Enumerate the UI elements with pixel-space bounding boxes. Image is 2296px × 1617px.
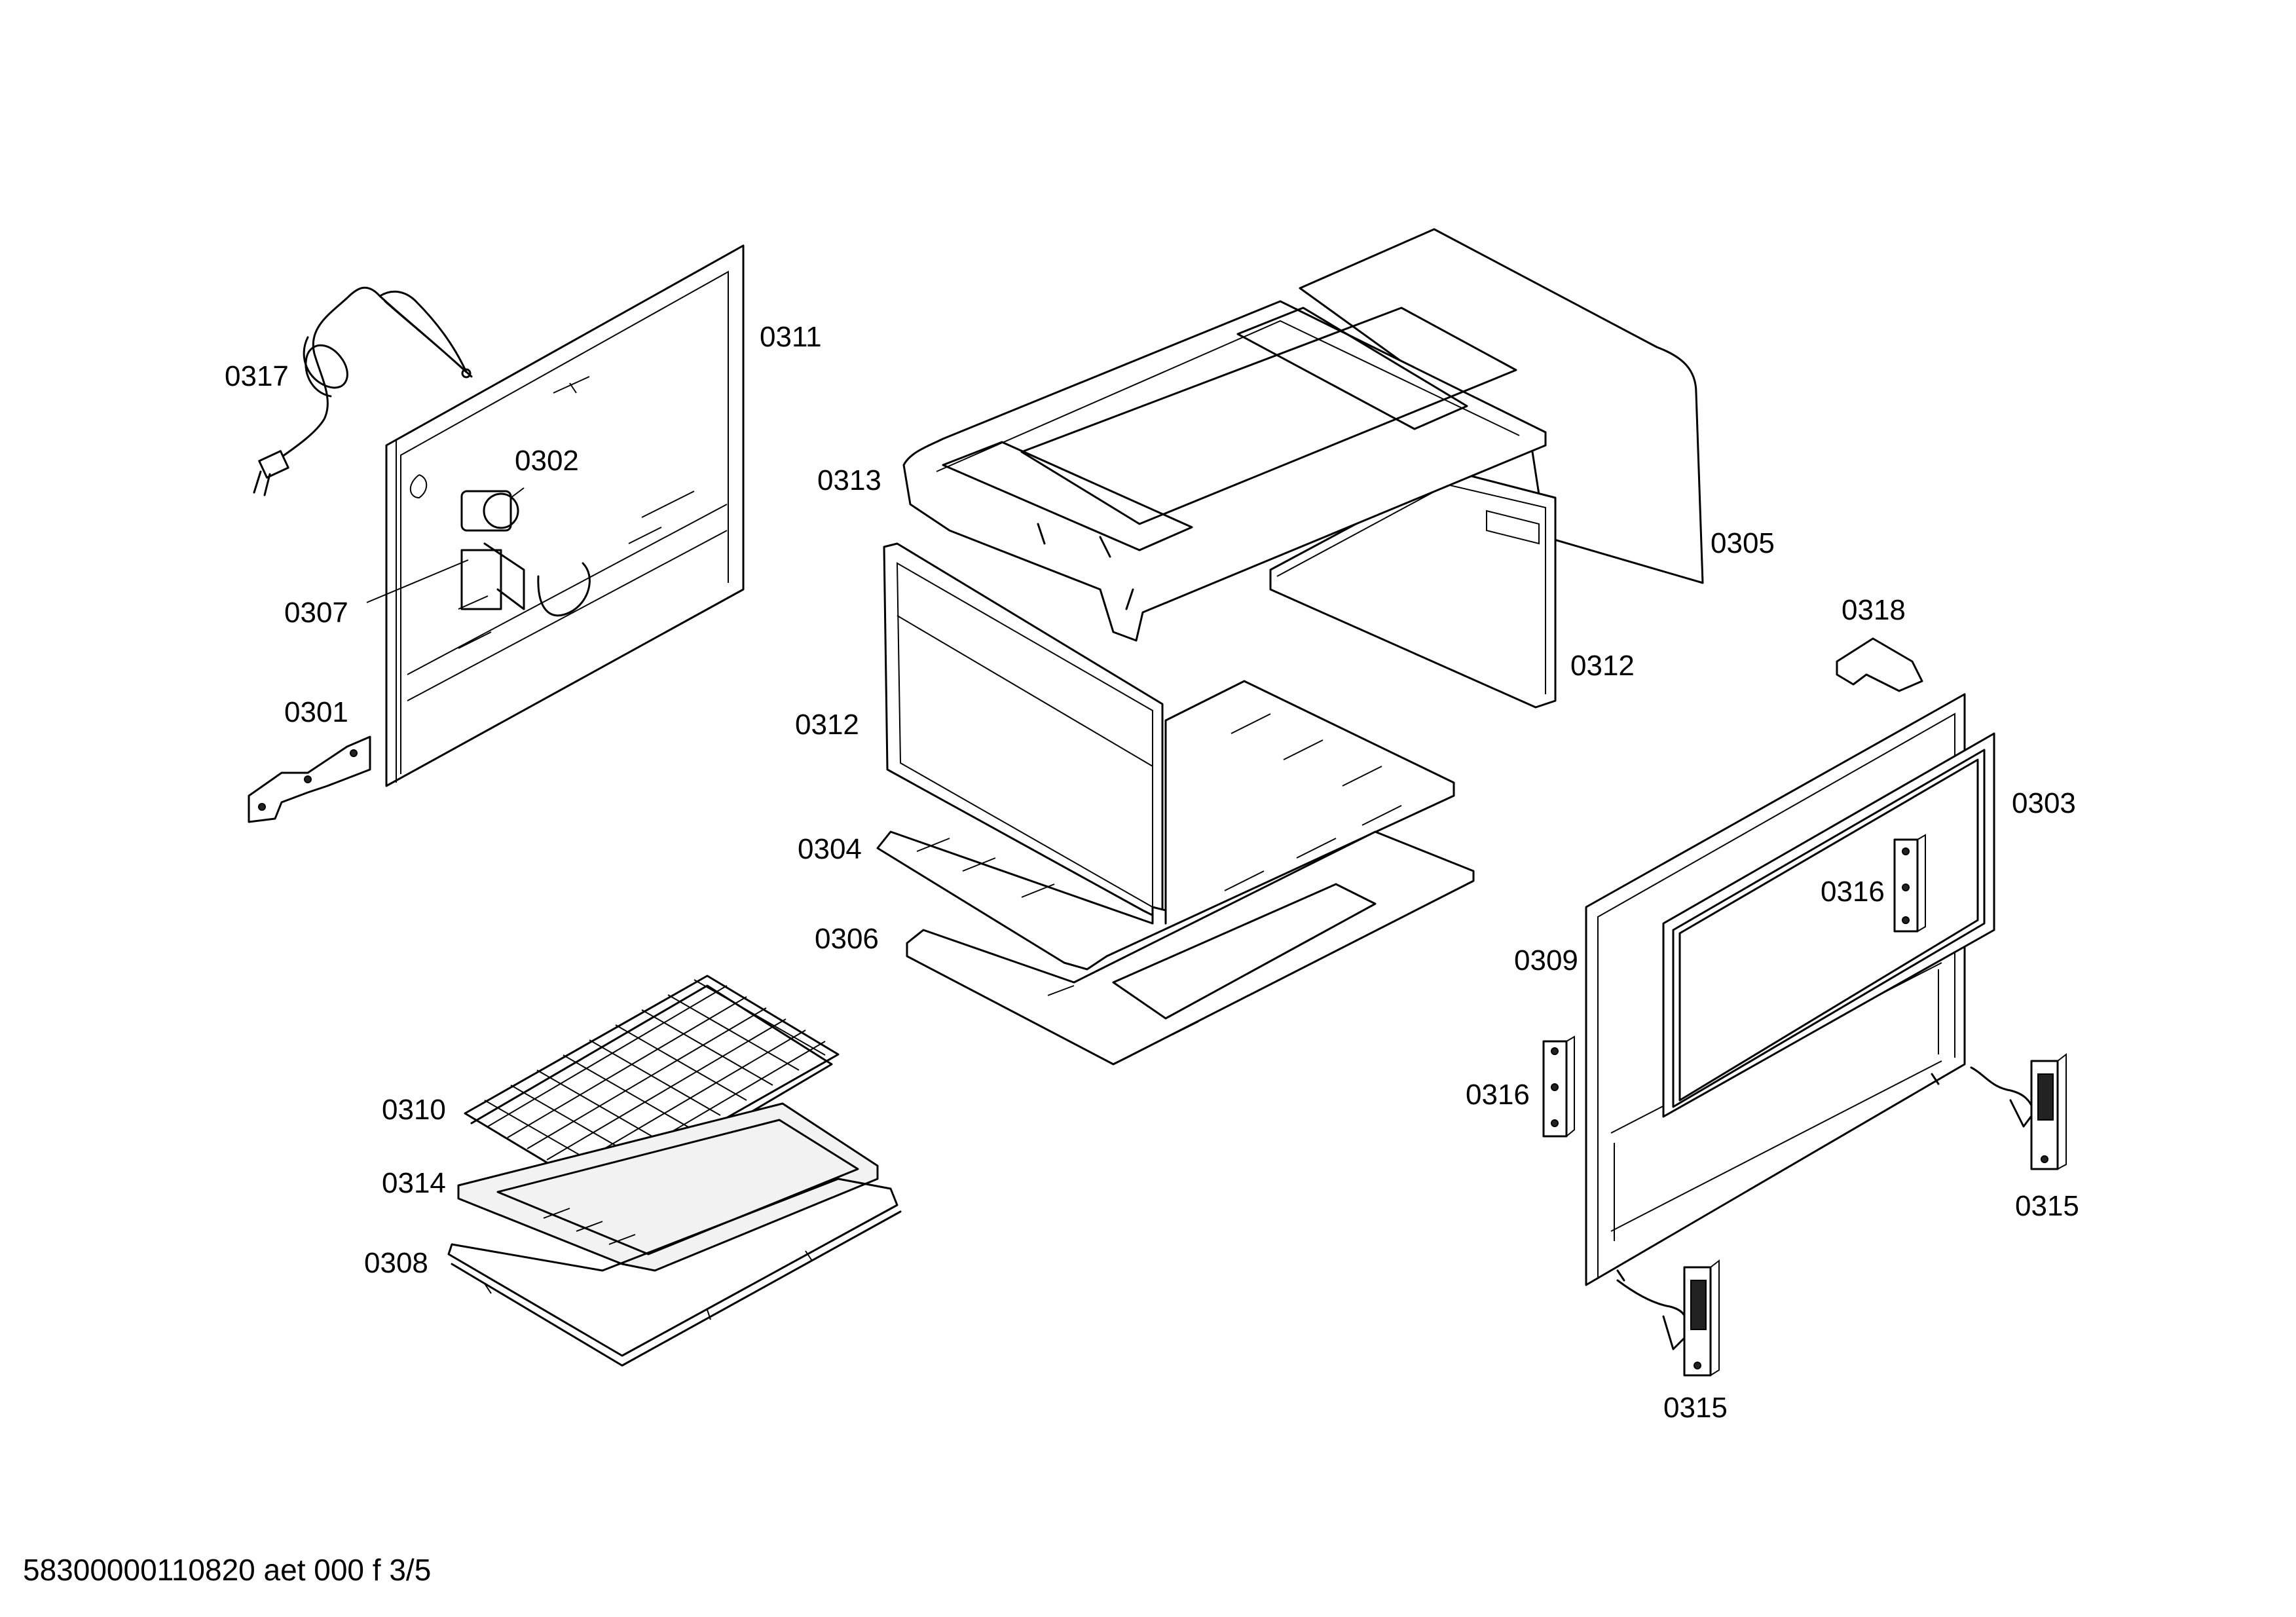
back-panel-part-0311 (385, 244, 745, 787)
clip-part-0318 (1836, 637, 1923, 692)
hinge-upper-part-0316 (1893, 834, 1926, 933)
back-cover-part-0305 (1299, 228, 1704, 584)
part-label-0308: 0308 (364, 1247, 428, 1279)
part-label-0311: 0311 (760, 321, 822, 353)
bottom-plate-part-0304 (876, 680, 1455, 971)
hinge-bottom-part-0315 (1616, 1259, 1720, 1377)
part-label-0318: 0318 (1842, 594, 1906, 626)
leader-line-0307 (366, 559, 469, 603)
part-label-0307: 0307 (284, 597, 348, 629)
hinge-lower-part-0316 (1542, 1035, 1575, 1138)
part-label-0306: 0306 (815, 923, 879, 955)
part-label-0303: 0303 (2012, 787, 2076, 819)
bracket-part-0301 (248, 735, 371, 823)
part-label-0316-lower: 0316 (1466, 1079, 1530, 1111)
power-cord-part-0317 (253, 286, 473, 496)
part-label-0301: 0301 (284, 696, 348, 728)
part-label-0316-upper: 0316 (1821, 876, 1885, 908)
part-label-0309: 0309 (1514, 944, 1578, 976)
part-label-0302: 0302 (515, 445, 579, 477)
part-label-0315-bottom: 0315 (1663, 1392, 1728, 1424)
leader-line-0302 (510, 487, 525, 498)
door-glass-part-0303 (1662, 732, 1995, 1118)
base-tray-part-0306 (906, 830, 1475, 1066)
part-label-0304: 0304 (798, 833, 862, 865)
part-label-0317: 0317 (225, 360, 289, 392)
grill-frame-part-0308 (447, 1178, 902, 1367)
part-label-0315-right: 0315 (2015, 1190, 2079, 1222)
part-label-0312-left: 0312 (795, 709, 859, 741)
part-label-0314: 0314 (382, 1167, 446, 1199)
part-label-0310: 0310 (382, 1094, 446, 1126)
document-reference-footer: 58300000110820 aet 000 f 3/5 (23, 1553, 432, 1587)
hinge-right-part-0315 (1970, 1052, 2067, 1170)
part-label-0313: 0313 (817, 464, 881, 496)
part-label-0305: 0305 (1711, 527, 1775, 559)
top-panel-part-0313 (902, 300, 1547, 642)
part-label-0312-right: 0312 (1570, 650, 1635, 682)
baking-tray-part-0314 (457, 1102, 879, 1272)
